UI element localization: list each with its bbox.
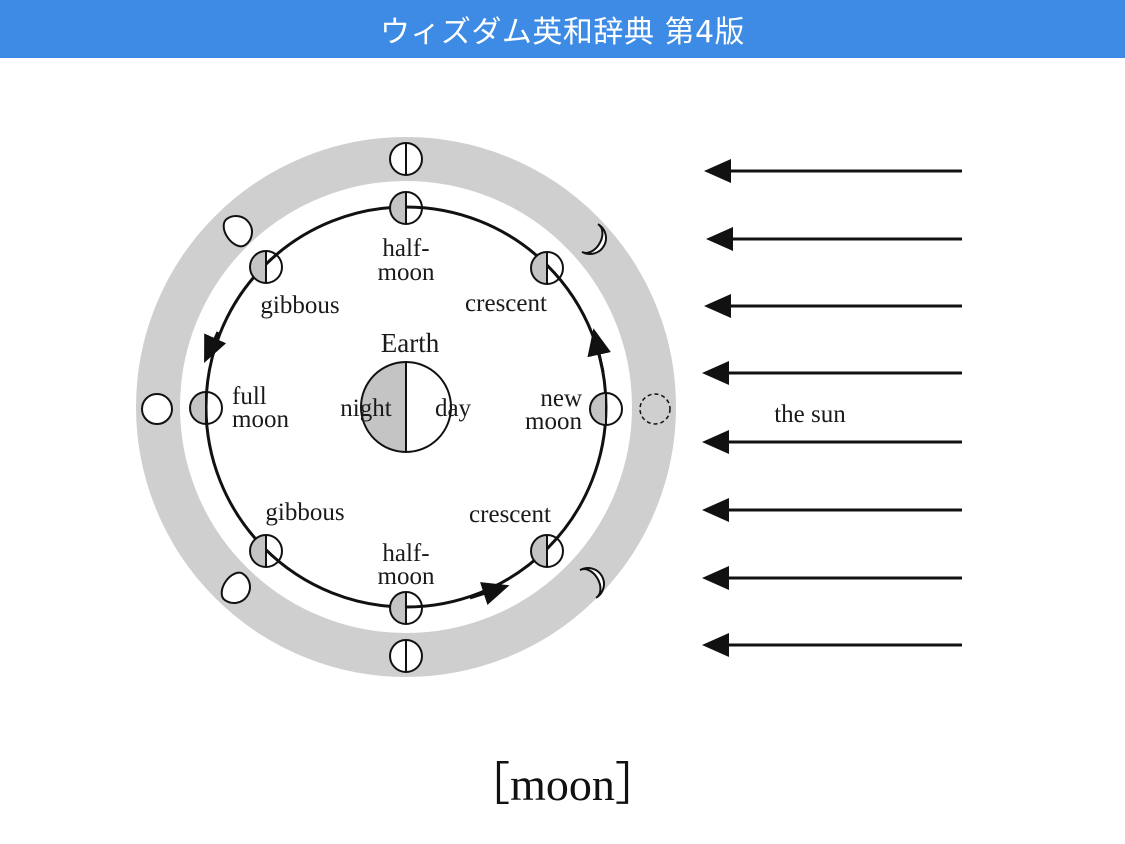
dictionary-title: ウィズダム英和辞典 第4版 [379, 15, 746, 50]
full-moon-label-2: moon [232, 406, 289, 433]
sun-label: the sun [774, 401, 846, 428]
earth-label: Earth [381, 328, 440, 358]
sun-rays [702, 159, 962, 657]
orbit-arrow-bottom [469, 582, 510, 606]
orbit-arrow-right [587, 328, 611, 373]
gibbous-top-label: gibbous [260, 292, 339, 319]
moon-phase-diagram: Earth night day [136, 137, 962, 677]
new-moon-label-1: new [540, 385, 582, 412]
night-label: night [340, 395, 391, 422]
new-moon-orbit-icon [589, 392, 623, 426]
orbit-arrow-left [204, 331, 227, 363]
gibbous-bottom-icon [249, 534, 283, 568]
day-label: day [435, 395, 472, 422]
outer-new-moon-icon [639, 393, 671, 425]
outer-full-moon-icon [141, 393, 173, 425]
crescent-top-label: crescent [465, 290, 547, 317]
crescent-bottom-icon [530, 534, 564, 568]
half-moon-top-label-1: half- [382, 235, 429, 262]
half-moon-bottom-label-2: moon [378, 563, 435, 590]
headword-caption: ［moon］ [464, 759, 661, 810]
gibbous-bottom-label: gibbous [265, 499, 344, 526]
outer-crescent-top-icon [581, 223, 607, 255]
earth-icon [360, 361, 452, 453]
half-moon-top-icon [389, 191, 423, 225]
half-moon-bottom-icon [389, 591, 423, 625]
outer-half-moon-bottom-icon [389, 639, 423, 673]
full-moon-label-1: full [232, 383, 267, 410]
half-moon-bottom-label-1: half- [382, 540, 429, 567]
new-moon-label-2: moon [525, 408, 582, 435]
outer-gibbous-top-icon [222, 215, 253, 248]
crescent-top-icon [530, 251, 564, 285]
crescent-bottom-label: crescent [469, 501, 551, 528]
outer-crescent-bottom-icon [579, 567, 605, 599]
outer-half-moon-top-icon [389, 142, 423, 176]
app-header: ウィズダム英和辞典 第4版 [0, 0, 1125, 58]
full-moon-orbit-icon [189, 391, 223, 425]
half-moon-top-label-2: moon [378, 259, 435, 286]
outer-gibbous-bottom-icon [220, 571, 251, 604]
gibbous-top-icon [249, 250, 283, 284]
